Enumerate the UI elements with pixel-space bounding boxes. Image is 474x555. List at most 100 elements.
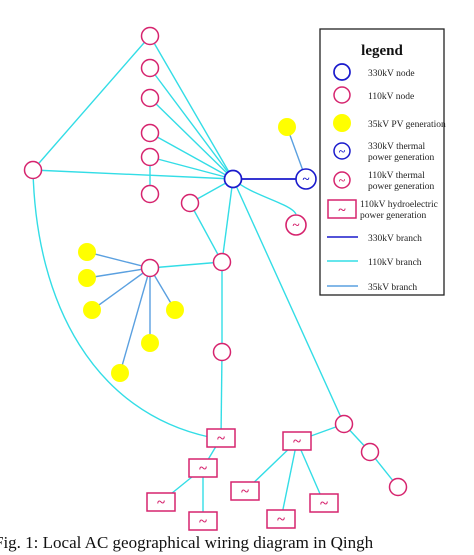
branch-N2-H [149,67,234,180]
legend-label: 110kV node [368,92,414,102]
node-110kv [23,160,43,180]
hydro-symbol: ~ [320,496,328,512]
pv-generation [111,364,129,382]
branch-H-R1 [232,178,345,425]
hydro-generation: ~ [230,481,260,501]
hydro-box [282,431,312,451]
pv-generation [278,118,296,136]
legend-item-branch110: 110kV branch [327,258,422,268]
hydro-box [230,481,260,501]
pv-generation [166,301,184,319]
pv-generation [141,334,159,352]
hydro-generation: ~ [206,428,236,448]
thermal-110kv-generation-symbol: ~ [293,217,300,232]
hydro-box [146,492,176,512]
pv-generation [78,243,96,261]
node-110kv [212,342,232,362]
legend-label: 35kV PV generation [368,120,446,130]
branch-L-G1 [32,169,210,438]
legend: legend 330kV node 110kV node 35kV PV gener… [319,28,446,296]
branch-N5-H [149,156,234,180]
node-110kv [140,147,160,167]
hydro-box [188,458,218,478]
legend-label: power generation [360,211,426,221]
branch-D-G1 [220,351,223,439]
thermal-330kv-generation-symbol: ~ [303,171,310,186]
branch-H-K [221,178,234,263]
hydro-generation: ~ [146,492,176,512]
node-110kv [140,123,160,143]
pv-generation [78,269,96,287]
hydro-box [266,509,296,529]
branch-N3-H [149,97,234,180]
node-110kv [140,184,160,204]
figure-caption: Fig. 1: Local AC geographical wiring dia… [0,533,374,552]
hydro-symbol: ~ [241,484,249,500]
legend-item-pv35: 35kV PV generation [333,114,446,132]
legend-label: 110kV thermal [368,171,425,181]
legend-label: 110kV branch [368,258,422,268]
legend-items: 330kV node 110kV node 35kV PV generation ~3… [327,63,446,293]
thermal-110kv-generation-circle [285,214,307,236]
hydro-symbol: ~ [199,461,207,477]
branch-M-V3 [91,267,151,311]
hydro-symbol: ~ [199,514,207,530]
branches [32,35,399,521]
legend-item-node330: 330kV node [333,63,415,81]
legend-label: 330kV branch [368,234,422,244]
thermal-110kv-generation: ~ [285,214,307,236]
branch-G2-G8 [280,440,298,520]
node-110kv [360,442,380,462]
legend-label: power generation [368,182,434,192]
branch-L-H [32,169,234,180]
hydro-symbol: ~ [293,434,301,450]
pv-generation [83,301,101,319]
legend-symbol [333,114,351,132]
branch-M-V1 [86,251,151,269]
legend-symbol [333,142,351,160]
thermal-330kv-generation: ~ [295,168,317,190]
thermal-330kv-generation-circle [295,168,317,190]
hydro-generation: ~ [282,431,312,451]
branch-M-W3 [119,267,151,374]
legend-symbol [333,86,351,104]
hydro-generation: ~ [266,509,296,529]
branch-A-H [149,35,234,180]
branch-G2-G6 [296,440,325,504]
node-110kv [140,58,160,78]
legend-label: 35kV branch [368,283,417,293]
legend-symbol [333,63,351,81]
legend-item-branch330: 330kV branch [327,234,422,244]
node-110kv [140,88,160,108]
node-110kv [140,258,160,278]
branch-N4-H [149,132,234,180]
hydro-box [309,493,339,513]
branch-H-TL [232,178,297,215]
hydro-generation: ~ [188,458,218,478]
node-110kv [180,193,200,213]
legend-symbol-glyph: ~ [339,144,346,158]
node-110kv [140,26,160,46]
hydro-symbol: ~ [277,512,285,528]
branch-M-V2 [86,267,151,279]
legend-label: 110kV hydroelectric [360,200,438,210]
branch-U-K [189,202,223,263]
hydro-box [188,511,218,531]
nodes: ~ ~ ~ ~ ~ ~ ~ ~ ~ ~ [23,26,408,531]
legend-label: power generation [368,153,434,163]
node-110kv [212,252,232,272]
legend-label: 330kV thermal [368,142,425,152]
legend-label: 330kV node [368,69,415,79]
legend-symbol-glyph: ~ [338,203,346,218]
legend-symbol [327,199,357,219]
node-110kv [388,477,408,497]
hydro-symbol: ~ [217,431,225,447]
legend-item-node110: 110kV node [333,86,414,104]
branch-M-K [149,261,223,269]
branch-A-L [32,35,151,171]
node-330kv [223,169,243,189]
legend-title: legend [361,43,403,59]
